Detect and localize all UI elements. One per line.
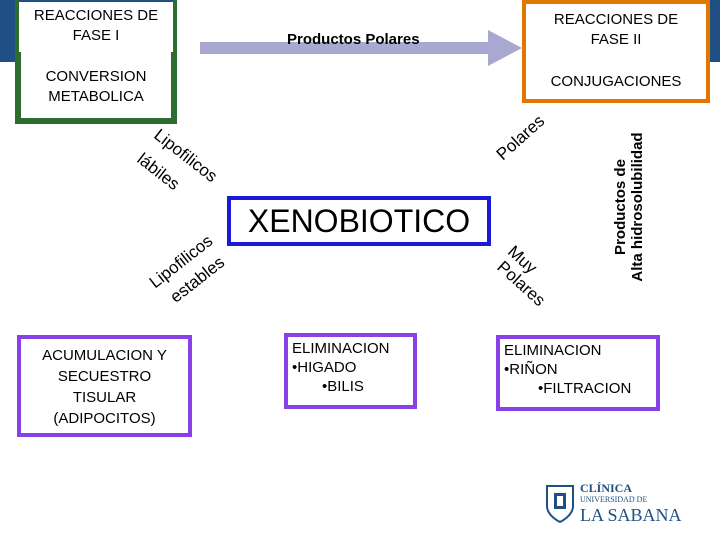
logo-text: CLÍNICA UNIVERSIDAD DE LA SABANA <box>580 481 682 526</box>
phase2-line1: REACCIONES DE <box>553 11 679 28</box>
university-shield-icon <box>546 485 574 524</box>
elim-rinon-b2: •FILTRACION <box>538 380 632 397</box>
conjugaciones-label: CONJUGACIONES <box>550 73 682 90</box>
top-arrow-shaft <box>200 42 490 54</box>
xenobiotico-label: XENOBIOTICO <box>247 203 471 239</box>
xenobiotico-box: XENOBIOTICO <box>227 196 491 246</box>
elim-higado-b1: •HIGADO <box>292 359 357 376</box>
top-arrow-label: Productos Polares <box>287 31 420 48</box>
phase2-line2: FASE II <box>590 31 642 48</box>
vertical-line2: Alta hidrosolubilidad <box>629 132 646 282</box>
elim-rinon-title: ELIMINACION <box>504 342 602 359</box>
vertical-label: Productos de Alta hidrosolubilidad <box>612 102 646 312</box>
top-arrow-head <box>488 30 522 66</box>
acumulacion-line1: ACUMULACION Y <box>42 347 167 364</box>
footer-bar: CLÍNICA UNIVERSIDAD DE LA SABANA <box>0 472 720 540</box>
acumulacion-line2: SECUESTRO <box>57 368 152 385</box>
elim-higado-title: ELIMINACION <box>292 340 390 357</box>
elim-higado-b2: •BILIS <box>322 378 364 395</box>
phase1-line1: REACCIONES DE <box>33 7 159 24</box>
phase1-frame <box>15 0 177 124</box>
elim-higado-box: ELIMINACION •HIGADO •BILIS <box>284 333 417 409</box>
elim-rinon-box: ELIMINACION •RIÑON •FILTRACION <box>496 335 660 411</box>
arrow-to-rinon <box>485 239 568 331</box>
phase1-line2: FASE I <box>72 27 120 44</box>
logo-line1: CLÍNICA <box>580 481 633 495</box>
conversion-line1: CONVERSION <box>45 68 147 85</box>
arrow-to-conjugaciones <box>485 105 573 199</box>
conversion-box: CONVERSION METABOLICA <box>17 52 175 122</box>
acumulacion-line4: (ADIPOCITOS) <box>53 410 156 427</box>
phase2-box: REACCIONES DE FASE II CONJUGACIONES <box>522 0 710 103</box>
arrow-to-acumulacion <box>147 239 233 323</box>
conversion-line2: METABOLICA <box>48 88 144 105</box>
logo-line2: UNIVERSIDAD DE <box>580 495 648 504</box>
logo-line3: LA SABANA <box>580 505 682 525</box>
elim-rinon-b1: •RIÑON <box>504 361 558 378</box>
acumulacion-box: ACUMULACION Y SECUESTRO TISULAR (ADIPOCI… <box>17 335 192 437</box>
vertical-line1: Productos de <box>612 159 629 255</box>
acumulacion-line3: TISULAR <box>72 389 137 406</box>
arrow-to-higado <box>227 309 290 340</box>
phase1-box: REACCIONES DE FASE I <box>17 2 175 52</box>
arrow-to-conversion <box>146 123 233 199</box>
